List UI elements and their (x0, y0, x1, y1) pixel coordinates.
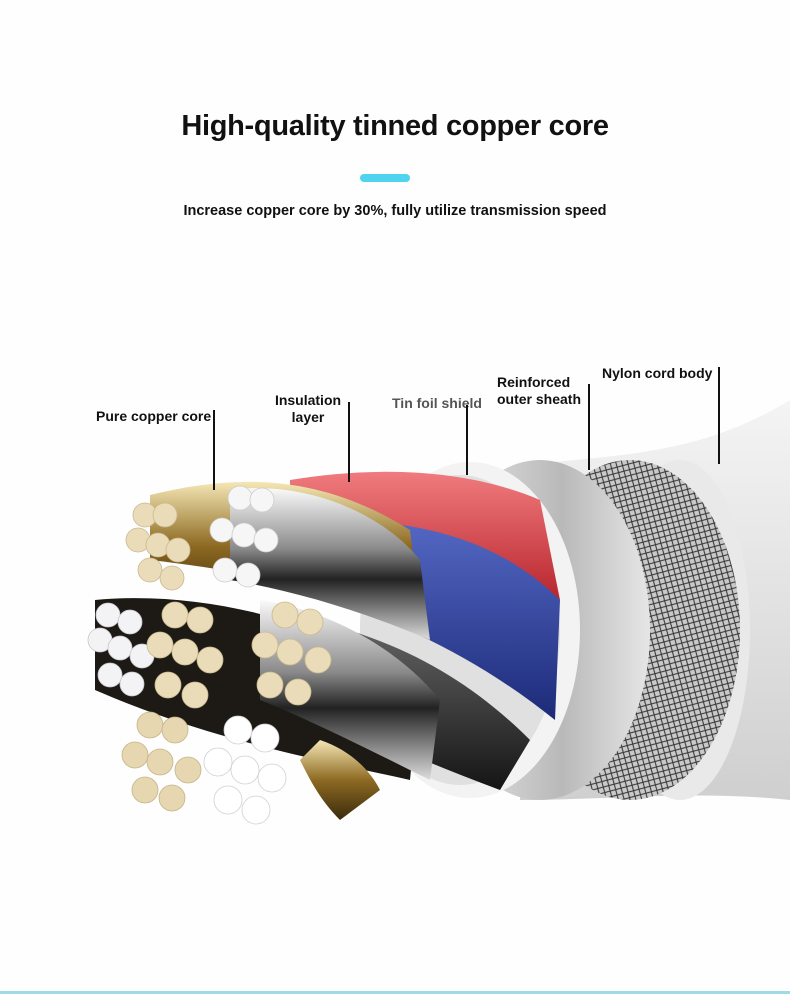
leader-line-outer-sheath (588, 384, 590, 470)
label-insulation-layer: Insulation layer (270, 392, 346, 426)
footer-line (0, 991, 790, 994)
copper-strand-bundle-center (146, 601, 224, 709)
label-pure-copper-core: Pure copper core (96, 408, 212, 424)
label-sheath-line1: Reinforced (497, 374, 571, 390)
copper-strand-bundle-top-left (125, 502, 191, 591)
leader-line-tin-foil (466, 405, 468, 475)
label-reinforced-outer-sheath: Reinforced outer sheath (497, 374, 581, 408)
leader-line-nylon (718, 367, 720, 464)
accent-divider (360, 174, 410, 182)
page-title: High-quality tinned copper core (181, 110, 609, 142)
silver-strand-bundle-left (87, 602, 155, 697)
label-insulation-line1: Insulation (274, 392, 342, 408)
label-sheath-line2: outer sheath (497, 391, 582, 407)
leader-line-copper-core (213, 410, 215, 490)
copper-strand-bundle-bottom-left (121, 711, 202, 812)
page-subtitle: Increase copper core by 30%, fully utili… (183, 203, 607, 219)
leader-line-insulation (348, 402, 350, 482)
label-tin-foil-shield: Tin foil shield (392, 395, 482, 411)
silver-strand-bundle-top (209, 485, 279, 588)
label-nylon-cord-body: Nylon cord body (602, 365, 713, 381)
silver-strand-bundle-bottom (203, 715, 287, 825)
copper-strand-bundle-right (251, 601, 332, 706)
label-insulation-line2: layer (291, 409, 325, 425)
